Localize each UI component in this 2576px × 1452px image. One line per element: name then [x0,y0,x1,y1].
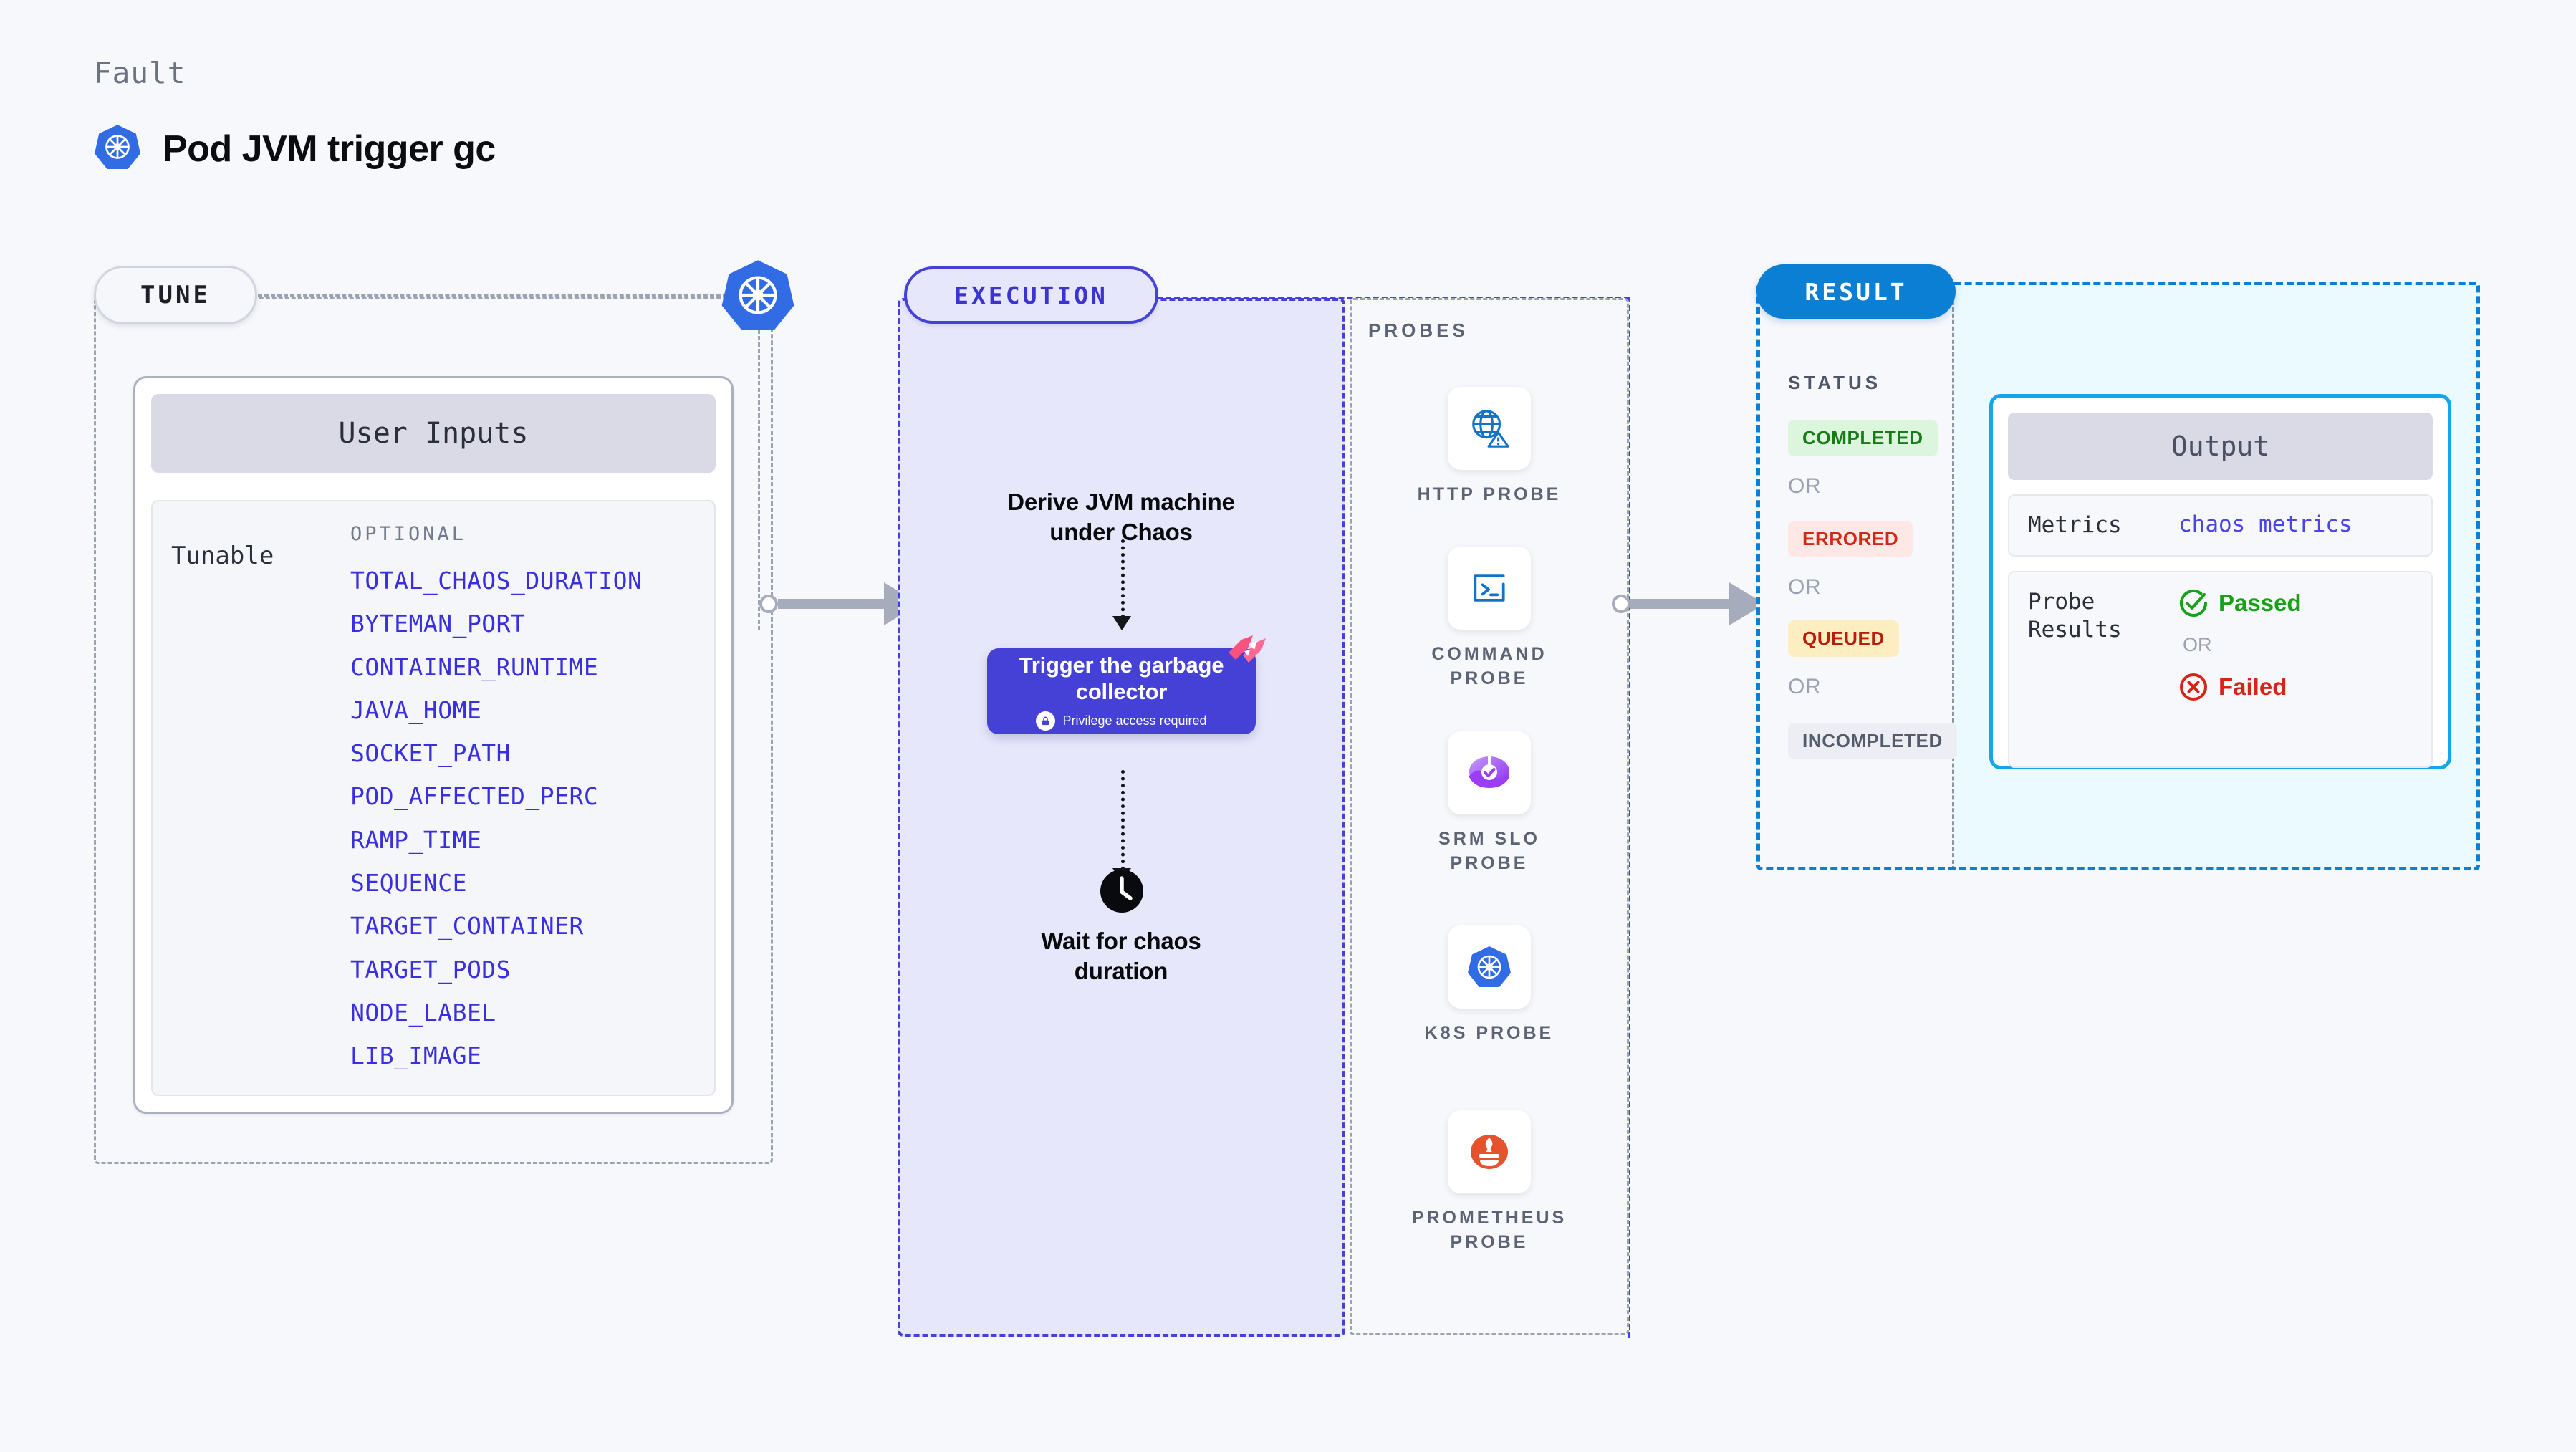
failed-label: Failed [2219,673,2287,700]
probe-result-failed: Failed [2178,672,2302,702]
page-title-row: Pod JVM trigger gc [94,123,496,174]
flow-dotted-line [1121,539,1125,618]
list-item[interactable]: SEQUENCE [350,869,467,898]
status-label: STATUS [1788,372,1882,393]
page-title: Pod JVM trigger gc [163,128,496,170]
probe-label: COMMAND PROBE [1431,644,1547,688]
connector-bar [778,599,885,609]
trigger-garbage-collector-node[interactable]: Trigger the garbage collector Privilege … [987,635,1266,734]
tunable-group-label: Tunable [171,542,274,570]
list-item[interactable]: TARGET_PODS [350,955,511,984]
x-circle-icon [2180,673,2207,701]
status-badge: INCOMPLETED [1788,723,1957,759]
or-separator: OR [1788,575,1821,599]
step-derive-jvm-label: Derive JVM machine under Chaos [1007,489,1235,546]
kubernetes-icon [721,258,795,336]
kubernetes-icon [1448,925,1531,1009]
connector-dot [759,595,778,613]
clock-icon [1100,869,1144,917]
probe-command[interactable]: COMMAND PROBE [1350,547,1629,691]
globe-warning-icon [1448,387,1531,470]
privilege-note: Privilege access required [1036,711,1207,731]
probe-srm-slo[interactable]: SRM SLO PROBE [1350,731,1629,876]
user-inputs-body: Tunable OPTIONAL TOTAL_CHAOS_DURATION BY… [151,500,716,1096]
output-title: Output [2008,413,2433,480]
flow-dotted-line [1121,770,1125,870]
result-status-column [1756,282,1954,870]
gc-node-title: Trigger the garbage collector [1019,652,1224,704]
user-inputs-card: User Inputs Tunable OPTIONAL TOTAL_CHAOS… [133,376,734,1114]
probe-results-values: Passed OR Failed [2178,588,2302,702]
result-panel [1756,282,2480,870]
prometheus-icon [1448,1110,1531,1193]
output-probe-results-row: Probe Results Passed OR Failed [2008,570,2433,768]
flow-arrow-down [1112,616,1131,630]
list-item[interactable]: LIB_IMAGE [350,1042,482,1070]
list-item[interactable]: NODE_LABEL [350,998,496,1027]
or-separator: OR [1788,675,1821,698]
probe-label: PROMETHEUS PROBE [1411,1208,1567,1252]
tune-connector-line [258,294,759,297]
or-separator: OR [1788,474,1821,498]
result-pill[interactable]: RESULT [1756,264,1956,319]
passed-label: Passed [2219,589,2302,616]
check-circle-icon [2180,589,2207,617]
probe-prometheus[interactable]: PROMETHEUS PROBE [1350,1110,1629,1255]
execution-pill[interactable]: EXECUTION [904,266,1158,324]
lock-icon [1036,711,1056,731]
output-metrics-row: Metrics chaos metrics [2008,494,2433,557]
list-item[interactable]: RAMP_TIME [350,825,482,854]
kubernetes-icon [94,123,141,174]
srm-slo-icon [1448,731,1531,814]
probe-k8s[interactable]: K8S PROBE [1350,925,1629,1046]
probes-section-label: PROBES [1368,319,1469,341]
tune-node-stem [758,330,760,630]
probe-label: HTTP PROBE [1417,484,1562,504]
list-item[interactable]: SOCKET_PATH [350,739,511,768]
status-badge: QUEUED [1788,620,1899,657]
connector-dot [1612,595,1630,613]
probe-results-key: Probe Results [2028,588,2122,643]
probe-http[interactable]: HTTP PROBE [1350,387,1629,507]
execution-right-border [1628,297,1630,1338]
privilege-note-text: Privilege access required [1062,713,1207,729]
user-inputs-title: User Inputs [151,394,716,473]
list-item[interactable]: TOTAL_CHAOS_DURATION [350,567,643,595]
tune-pill[interactable]: TUNE [94,266,257,324]
status-badge: COMPLETED [1788,420,1938,456]
optional-label: OPTIONAL [350,523,467,545]
terminal-icon [1448,547,1531,630]
list-item[interactable]: TARGET_CONTAINER [350,912,584,941]
metrics-value[interactable]: chaos metrics [2178,511,2352,537]
list-item[interactable]: JAVA_HOME [350,696,482,724]
step-wait-chaos-label: Wait for chaos duration [1041,928,1201,985]
tune-panel [94,297,773,1164]
connector-bar [1630,599,1731,609]
status-badge: ERRORED [1788,521,1913,557]
page-eyebrow: Fault [94,56,186,90]
list-item[interactable]: CONTAINER_RUNTIME [350,653,599,681]
probe-result-passed: Passed [2178,588,2302,618]
probe-label: K8S PROBE [1424,1023,1554,1043]
metrics-key: Metrics [2028,512,2122,538]
optional-tunables-column: OPTIONAL TOTAL_CHAOS_DURATION BYTEMAN_PO… [350,523,696,1095]
or-separator: OR [2183,633,2212,655]
probe-label: SRM SLO PROBE [1438,829,1540,873]
output-card: Output Metrics chaos metrics Probe Resul… [1989,394,2451,769]
list-item[interactable]: POD_AFFECTED_PERC [350,782,599,811]
list-item[interactable]: BYTEMAN_PORT [350,610,526,638]
litmus-flag-icon [1227,634,1267,673]
